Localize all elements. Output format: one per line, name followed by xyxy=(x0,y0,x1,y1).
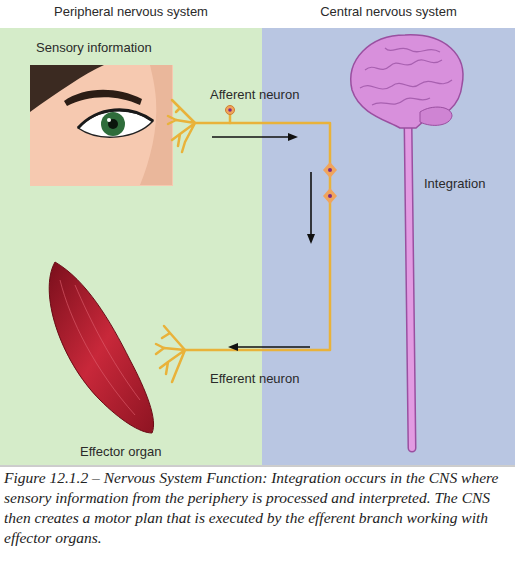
synapse-dot xyxy=(328,168,332,172)
cerebellum xyxy=(420,107,452,125)
muscle-fibers xyxy=(60,280,140,415)
spinal-cord xyxy=(408,122,412,448)
synapse xyxy=(323,162,337,178)
node-heading: Peripheral nervous system xyxy=(0,4,262,20)
eyelid xyxy=(78,110,153,128)
organ-label: Effector organ xyxy=(80,444,161,460)
afferent-soma xyxy=(226,106,235,115)
pupil xyxy=(108,119,118,129)
arrow-head xyxy=(228,343,238,351)
arrow-shaft xyxy=(236,346,310,348)
system-panel: Central nervous system xyxy=(262,0,515,465)
node-fill xyxy=(30,65,173,186)
cell-bodies xyxy=(226,106,338,205)
motor-endings xyxy=(156,326,185,382)
direction-arrows xyxy=(212,133,315,351)
brain-gyri xyxy=(360,48,452,105)
eye-highlight xyxy=(107,118,111,122)
synapse xyxy=(323,188,337,204)
eye-white xyxy=(78,111,153,137)
effector-muscle xyxy=(49,262,153,433)
system-panel: Peripheral nervous systemSensory informa… xyxy=(0,0,262,465)
figure-caption: Figure 12.1.2 – Nervous System Function:… xyxy=(4,468,511,548)
neuron-axon xyxy=(185,123,330,350)
node-heading: Central nervous system xyxy=(262,4,515,20)
synapse-dot xyxy=(328,194,332,198)
brain xyxy=(351,35,463,128)
muscle xyxy=(49,262,153,433)
arrow-head xyxy=(288,133,298,141)
region-label: Integration xyxy=(424,176,485,192)
soma-nucleus xyxy=(228,108,232,112)
sensory-box: Sensory information xyxy=(30,38,173,186)
neuron-pathway xyxy=(156,100,330,382)
brain-and-spinal-cord xyxy=(351,35,463,448)
caption-rule xyxy=(0,466,515,467)
spinal-cord-outline xyxy=(408,122,412,448)
eyebrow xyxy=(64,90,142,106)
soma-stem xyxy=(229,113,232,123)
neuron-label: Afferent neuron xyxy=(210,87,299,103)
hair xyxy=(30,65,104,112)
sensory-endings xyxy=(168,100,195,152)
neuron-label: Efferent neuron xyxy=(210,371,299,387)
face-shade xyxy=(140,65,172,185)
arrow-shaft xyxy=(212,136,290,138)
node-fill xyxy=(262,28,515,465)
node-heading: Sensory information xyxy=(36,40,152,56)
iris xyxy=(101,112,125,136)
arrow-head xyxy=(307,234,315,244)
eye-illustration xyxy=(30,65,172,185)
arrow-shaft xyxy=(310,172,312,236)
